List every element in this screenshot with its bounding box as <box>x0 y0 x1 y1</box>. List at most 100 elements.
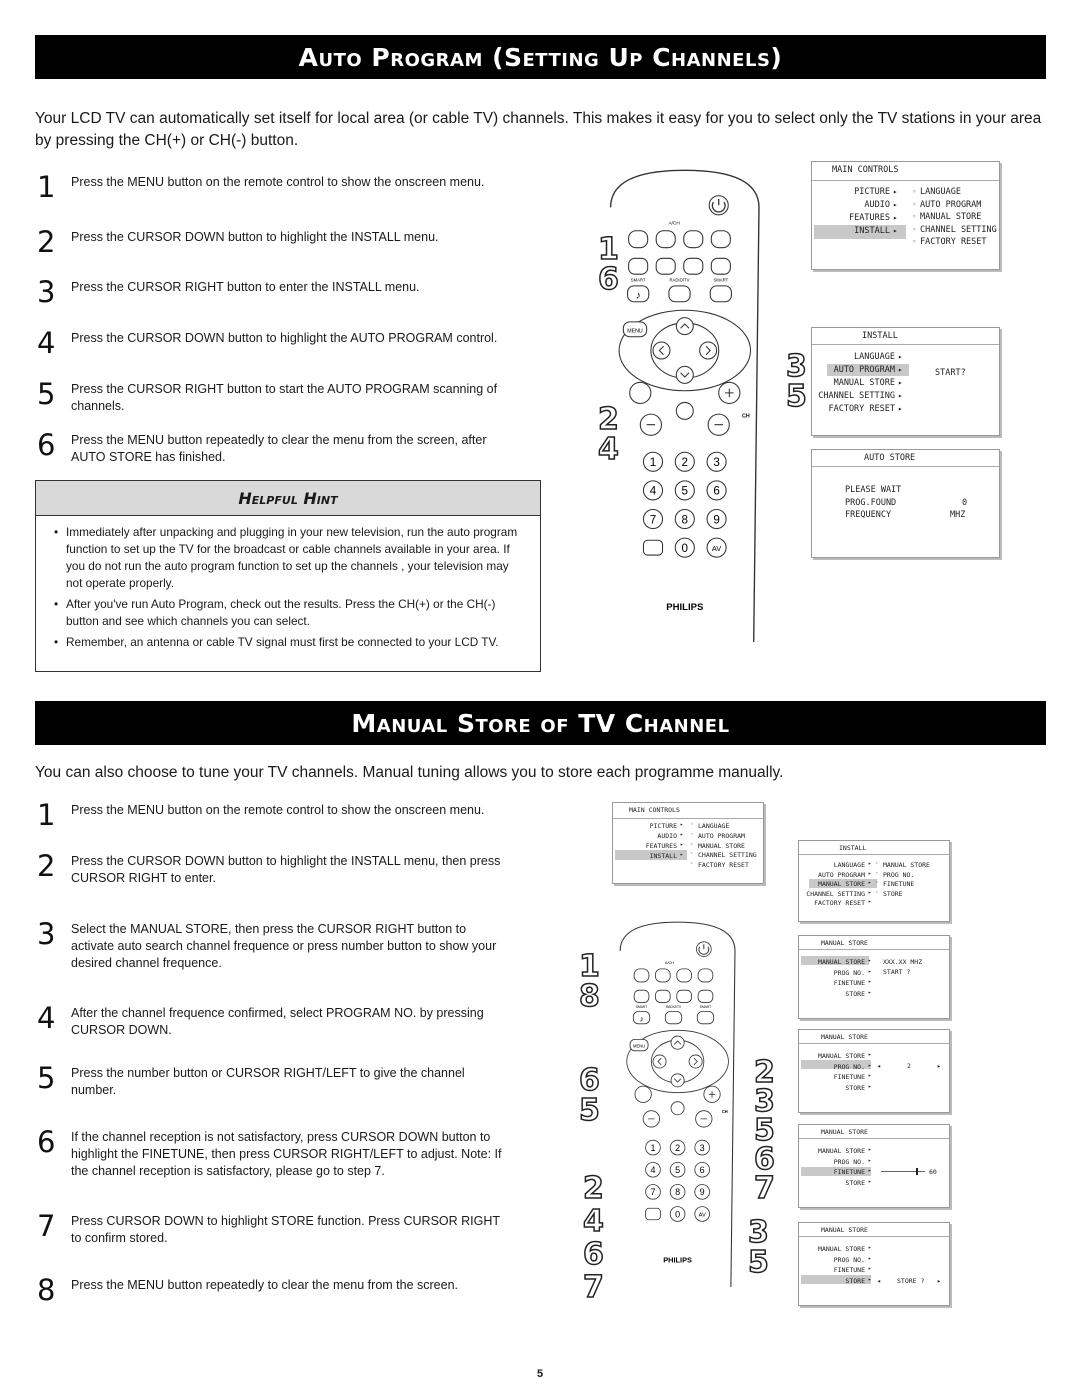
remote-button[interactable] <box>633 968 650 983</box>
digit-label: 9 <box>700 1187 705 1197</box>
digit-button[interactable] <box>674 451 695 472</box>
digit-label: 0 <box>675 1209 680 1219</box>
step-text: Press the MENU button on the remote cont… <box>71 803 485 817</box>
remote-button[interactable] <box>709 285 732 303</box>
remote-button[interactable] <box>628 257 649 275</box>
digit-label: 6 <box>713 485 719 498</box>
osd-menu-item: MANUAL STORE <box>818 958 865 966</box>
cursor-down-button[interactable] <box>670 1073 685 1088</box>
step-text: Press the CURSOR DOWN button to highligh… <box>71 230 439 244</box>
remote-button[interactable] <box>655 257 676 275</box>
remote-button[interactable] <box>676 989 692 1003</box>
remote-button[interactable] <box>632 1011 651 1025</box>
cursor-up-button[interactable] <box>675 317 694 336</box>
remote-button[interactable] <box>627 285 650 303</box>
av-label: AV <box>699 1212 706 1218</box>
digit-button[interactable] <box>642 508 664 530</box>
cursor-right-button[interactable] <box>688 1054 703 1069</box>
digit-button[interactable] <box>669 1206 686 1222</box>
section2-intro: You can also choose to tune your TV chan… <box>35 764 784 781</box>
step-number: 5 <box>37 1061 56 1095</box>
osd-menu-item: AUTO PROGRAM <box>698 831 745 840</box>
helpful-hint-box: Helpful Hint Immediately after unpacking… <box>35 480 541 672</box>
digit-button[interactable] <box>642 480 664 501</box>
av-button[interactable] <box>706 537 727 558</box>
osd-main-controls: MAIN CONTROLS PICTURE▸AUDIO▸FEATURES▸INS… <box>612 802 764 884</box>
arrow-right-icon: ▸ <box>893 226 898 235</box>
osd-menu-item: PROG NO. <box>833 1255 865 1264</box>
remote-button[interactable] <box>655 230 676 249</box>
remote-button[interactable] <box>683 257 704 275</box>
arrow-right-icon: ▸ <box>893 213 898 222</box>
digit-button[interactable] <box>706 451 727 472</box>
osd-menu-item: AUDIO <box>864 200 890 210</box>
cursor-left-button[interactable] <box>652 341 671 360</box>
arrow-right-icon: ◦ <box>912 187 917 196</box>
digit-button[interactable] <box>694 1139 710 1156</box>
section1-intro: Your LCD TV can automatically set itself… <box>35 110 1042 149</box>
osd-menu-item: FACTORY RESET <box>698 861 749 870</box>
cursor-left-button[interactable] <box>652 1054 667 1069</box>
remote-button[interactable] <box>676 968 692 983</box>
volume-up-button[interactable] <box>629 381 652 405</box>
digit-button[interactable] <box>706 508 727 530</box>
remote-button[interactable] <box>697 989 714 1003</box>
arrow-right-icon: ▸ <box>893 187 898 196</box>
osd-menu-item: PROG NO. <box>833 1157 865 1166</box>
helpful-hint-list: Immediately after unpacking and plugging… <box>54 524 528 651</box>
plus-icon <box>725 388 734 398</box>
osd-menu-item: LANGUAGE <box>698 822 730 830</box>
digit-button[interactable] <box>706 480 727 501</box>
arrow-right-icon: ▸ <box>868 979 872 985</box>
remote-button[interactable] <box>628 230 649 249</box>
digit-button[interactable] <box>694 1184 710 1200</box>
av-button[interactable] <box>694 1206 710 1222</box>
remote-button[interactable] <box>710 230 731 249</box>
remote-button[interactable] <box>633 989 650 1003</box>
digit-button[interactable] <box>674 508 695 530</box>
remote-button[interactable] <box>683 230 704 249</box>
digit-button[interactable] <box>645 1161 661 1178</box>
digit-button[interactable] <box>674 480 695 501</box>
remote-button[interactable] <box>655 968 671 983</box>
volume-up-button[interactable] <box>634 1085 652 1103</box>
remote-button[interactable] <box>645 1207 661 1221</box>
step-text: Press the MENU button repeatedly to clea… <box>71 1278 458 1292</box>
digit-button[interactable] <box>645 1184 661 1200</box>
arrow-right-icon: ▸ <box>868 1083 872 1090</box>
digit-button[interactable] <box>642 451 664 472</box>
osd-menu-item: CHANNEL SETTING <box>920 224 997 235</box>
remote-button[interactable] <box>697 968 714 983</box>
digit-button[interactable] <box>669 1139 686 1156</box>
digit-button[interactable] <box>674 537 695 558</box>
remote-button[interactable] <box>696 1011 715 1025</box>
menu-button[interactable] <box>622 321 648 338</box>
ach-label: A/CH <box>665 961 674 965</box>
cursor-up-button[interactable] <box>670 1035 685 1050</box>
osd-menu-item: MANUAL STORE <box>883 861 930 869</box>
digit-button[interactable] <box>694 1161 710 1178</box>
digit-button[interactable] <box>645 1139 661 1156</box>
remote-button[interactable] <box>664 1011 683 1025</box>
cursor-down-button[interactable] <box>675 365 694 384</box>
digit-button[interactable] <box>669 1184 686 1200</box>
mute-button[interactable] <box>670 1101 685 1116</box>
remote-button[interactable] <box>655 989 671 1003</box>
arrow-right-icon: ▸ <box>868 1147 872 1153</box>
remote-button[interactable] <box>710 257 731 275</box>
mute-button[interactable] <box>675 401 694 420</box>
menu-button[interactable] <box>629 1038 649 1052</box>
cursor-right-button[interactable] <box>699 341 718 360</box>
digit-button[interactable] <box>669 1161 686 1178</box>
remote-button[interactable] <box>668 285 691 303</box>
remote-button[interactable] <box>642 539 664 556</box>
